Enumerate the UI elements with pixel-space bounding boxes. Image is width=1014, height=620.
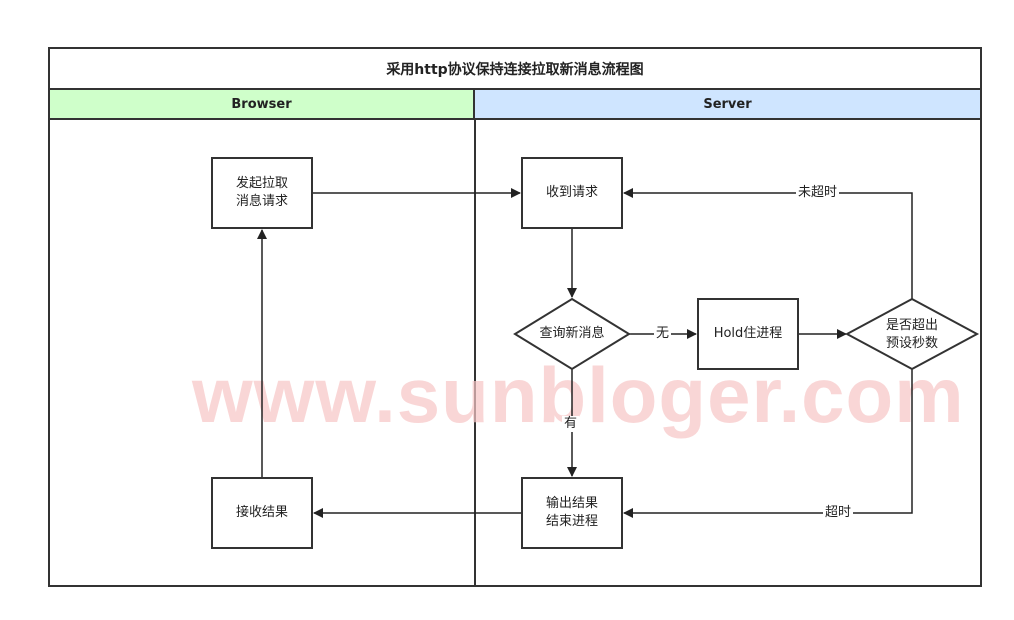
diagram-frame: 采用http协议保持连接拉取新消息流程图 Browser Server xyxy=(48,47,982,587)
edge-label-none: 无 xyxy=(654,326,672,342)
node-receive-result: 接收结果 xyxy=(211,477,313,549)
lane-header-browser: Browser xyxy=(50,90,475,120)
node-hold-process: Hold住进程 xyxy=(697,298,799,370)
node-output-result: 输出结果 结束进程 xyxy=(521,477,623,549)
edge-timeout-to-receive xyxy=(623,188,913,299)
diamond-timeout-check xyxy=(844,297,980,371)
node-receive-request: 收到请求 xyxy=(521,157,623,229)
edge-label-timeout: 超时 xyxy=(823,505,854,521)
node-query-messages-label: 查询新消息 xyxy=(539,326,605,341)
edge-timeout-to-output xyxy=(623,369,913,518)
diagram-title: 采用http协议保持连接拉取新消息流程图 xyxy=(50,49,980,90)
node-send-request: 发起拉取 消息请求 xyxy=(211,157,313,229)
node-timeout-check-label: 是否超出 预设秒数 xyxy=(885,318,938,351)
lane-header-server: Server xyxy=(475,90,980,120)
lane-divider xyxy=(474,120,476,587)
diamond-query-messages xyxy=(513,297,631,371)
edge-label-not-timeout: 未超时 xyxy=(796,185,840,201)
edge-label-has: 有 xyxy=(562,416,580,432)
